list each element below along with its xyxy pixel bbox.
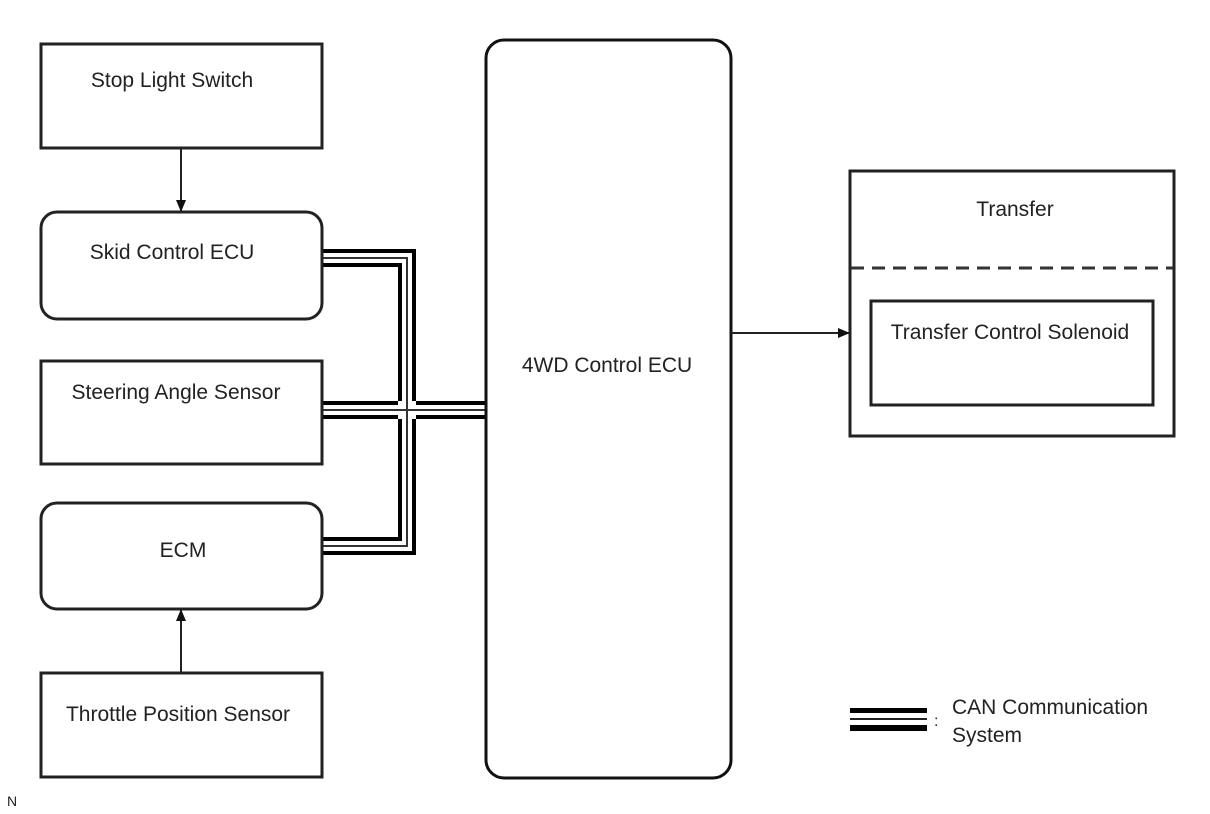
can-line-skid-control-ecu <box>322 249 416 410</box>
steering-angle-sensor-block: Steering Angle Sensor <box>39 359 324 466</box>
skid-control-ecu-block: Skid Control ECU <box>39 210 324 321</box>
steering-angle-sensor-label: Steering Angle Sensor <box>72 381 281 404</box>
can-line-ecm <box>322 410 416 555</box>
corner-mark: N <box>7 793 17 809</box>
legend-line-1: CAN Communication <box>952 696 1148 719</box>
can-bus <box>322 249 486 555</box>
transfer-block: Transfer Transfer Control Solenoid <box>848 169 1176 438</box>
stop-light-switch-label: Stop Light Switch <box>91 69 253 92</box>
skid-control-ecu-label: Skid Control ECU <box>90 241 255 264</box>
throttle-position-sensor-label: Throttle Position Sensor <box>66 703 290 726</box>
transfer-control-solenoid-label: Transfer Control Solenoid <box>891 321 1130 344</box>
fourwd-control-ecu-label: 4WD Control ECU <box>522 354 692 377</box>
throttle-position-sensor-block: Throttle Position Sensor <box>39 671 324 779</box>
ecm-block: ECM <box>39 501 324 611</box>
transfer-label: Transfer <box>976 198 1053 221</box>
stop-light-switch-block: Stop Light Switch <box>39 42 324 150</box>
can-legend-symbol <box>850 708 927 731</box>
legend-line-2: System <box>952 724 1022 747</box>
transfer-control-solenoid-block <box>869 299 1155 407</box>
legend: : CAN Communication System <box>850 696 1148 747</box>
ecm-label: ECM <box>160 539 207 562</box>
legend-separator: : <box>934 713 938 730</box>
fourwd-control-ecu-block: 4WD Control ECU <box>484 38 733 780</box>
